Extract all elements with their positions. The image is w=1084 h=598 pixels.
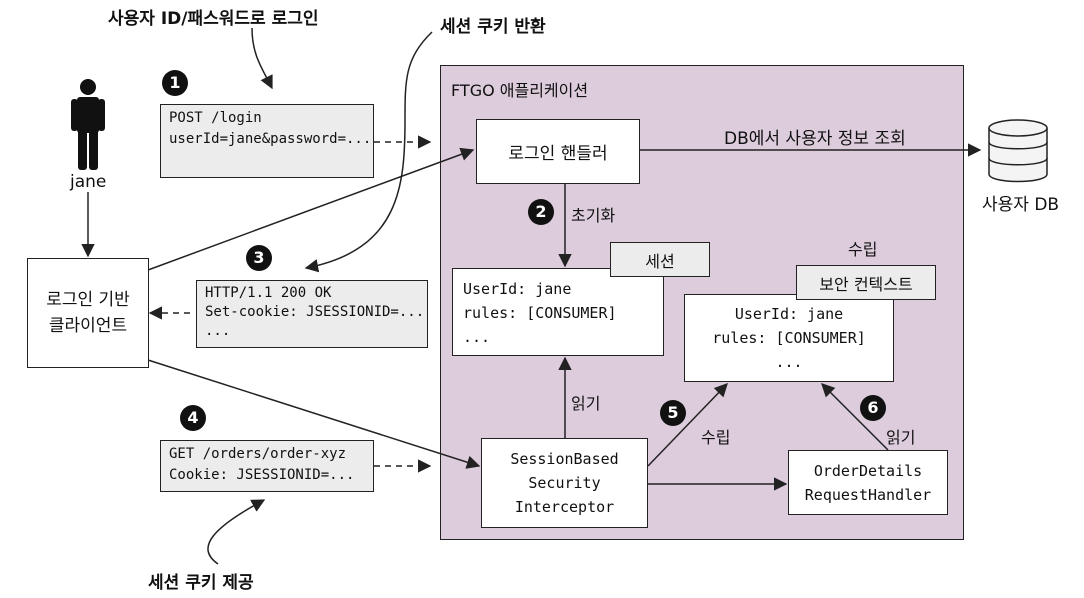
session-line-1: UserId: jane: [463, 280, 572, 298]
user-icon: [71, 79, 105, 170]
login-response-line-2: Set-cookie: JSESSIONID=...: [205, 304, 425, 320]
session-line-3: ...: [463, 328, 491, 346]
callout-return-session-cookie: 세션 쿠키 반환: [440, 17, 546, 37]
login-request-box: POST /login userId=jane&password=...: [160, 104, 374, 178]
session-box: UserId: jane rules: [CONSUMER] ...: [452, 268, 664, 356]
security-context-tag-label: 보안 컨텍스트: [819, 274, 913, 294]
callout-return-cookie-curve: [304, 31, 433, 273]
session-line-2: rules: [CONSUMER]: [463, 304, 617, 322]
read-session-label: 읽기: [571, 394, 601, 413]
security-context-tag: 보안 컨텍스트: [796, 265, 936, 300]
client-to-login-handler-arrow: [147, 147, 475, 271]
order-handler-line-2: RequestHandler: [804, 485, 932, 504]
login-handler-label: 로그인 핸들러: [508, 144, 608, 164]
read-context-arrow: [821, 383, 889, 451]
callout-provide-session-cookie: 세션 쿠키 제공: [148, 573, 254, 593]
step-badge-2: 2: [528, 199, 554, 225]
order-handler-line-1: OrderDetails: [813, 461, 923, 480]
set-context-label: 수립: [701, 428, 731, 447]
set-context-arrow: [647, 383, 728, 467]
interceptor-line-1: SessionBased: [510, 450, 619, 468]
initialize-label: 초기화: [571, 206, 616, 225]
step-badge-5: 5: [660, 400, 686, 426]
client-label-line-2: 클라이언트: [48, 316, 128, 336]
login-request-line-1: POST /login: [169, 110, 262, 126]
login-request-line-3: userId=jane&password=...: [169, 131, 372, 147]
login-response-line-1: HTTP/1.1 200 OK: [205, 285, 332, 301]
session-tag-label: 세션: [645, 251, 675, 271]
order-request-box: GET /orders/order-xyz Cookie: JSESSIONID…: [160, 440, 374, 492]
step-badge-6: 6: [860, 395, 886, 421]
interceptor-line-2: Security: [528, 474, 601, 492]
database-label: 사용자 DB: [982, 195, 1060, 215]
set-above-context-label: 수립: [848, 240, 878, 259]
database-icon: [988, 119, 1048, 183]
security-context-line-2: rules: [CONSUMER]: [712, 329, 866, 347]
order-details-request-handler-box: OrderDetails RequestHandler: [788, 450, 948, 515]
security-context-line-3: ...: [775, 353, 803, 371]
interceptor-line-3: Interceptor: [514, 498, 615, 516]
user-name-label: jane: [70, 172, 107, 192]
client-label-line-1: 로그인 기반: [46, 290, 130, 310]
session-tag: 세션: [610, 242, 710, 277]
session-security-interceptor-box: SessionBased Security Interceptor: [481, 438, 648, 528]
order-request-line-1: GET /orders/order-xyz: [169, 446, 347, 462]
security-context-box: UserId: jane rules: [CONSUMER] ...: [684, 294, 894, 382]
step-badge-1: 1: [162, 70, 188, 96]
login-client-box: 로그인 기반 클라이언트: [27, 258, 149, 368]
order-request-line-2: Cookie: JSESSIONID=...: [169, 467, 355, 483]
security-context-line-1: UserId: jane: [734, 305, 844, 323]
callout-provide-cookie-curve: [207, 499, 266, 565]
login-response-box: HTTP/1.1 200 OK Set-cookie: JSESSIONID=.…: [196, 280, 428, 348]
login-handler-box: 로그인 핸들러: [476, 119, 640, 184]
callout-login-with-credentials: 사용자 ID/패스워드로 로그인: [108, 9, 319, 29]
callout-login-curve: [251, 27, 273, 90]
step-badge-3: 3: [246, 245, 272, 271]
login-response-line-3: ...: [205, 323, 231, 339]
read-context-label: 읽기: [886, 428, 916, 447]
client-to-interceptor-arrow: [147, 359, 481, 469]
db-lookup-label: DB에서 사용자 정보 조회: [724, 129, 906, 149]
step-badge-4: 4: [180, 405, 206, 431]
application-title: FTGO 애플리케이션: [451, 81, 589, 100]
